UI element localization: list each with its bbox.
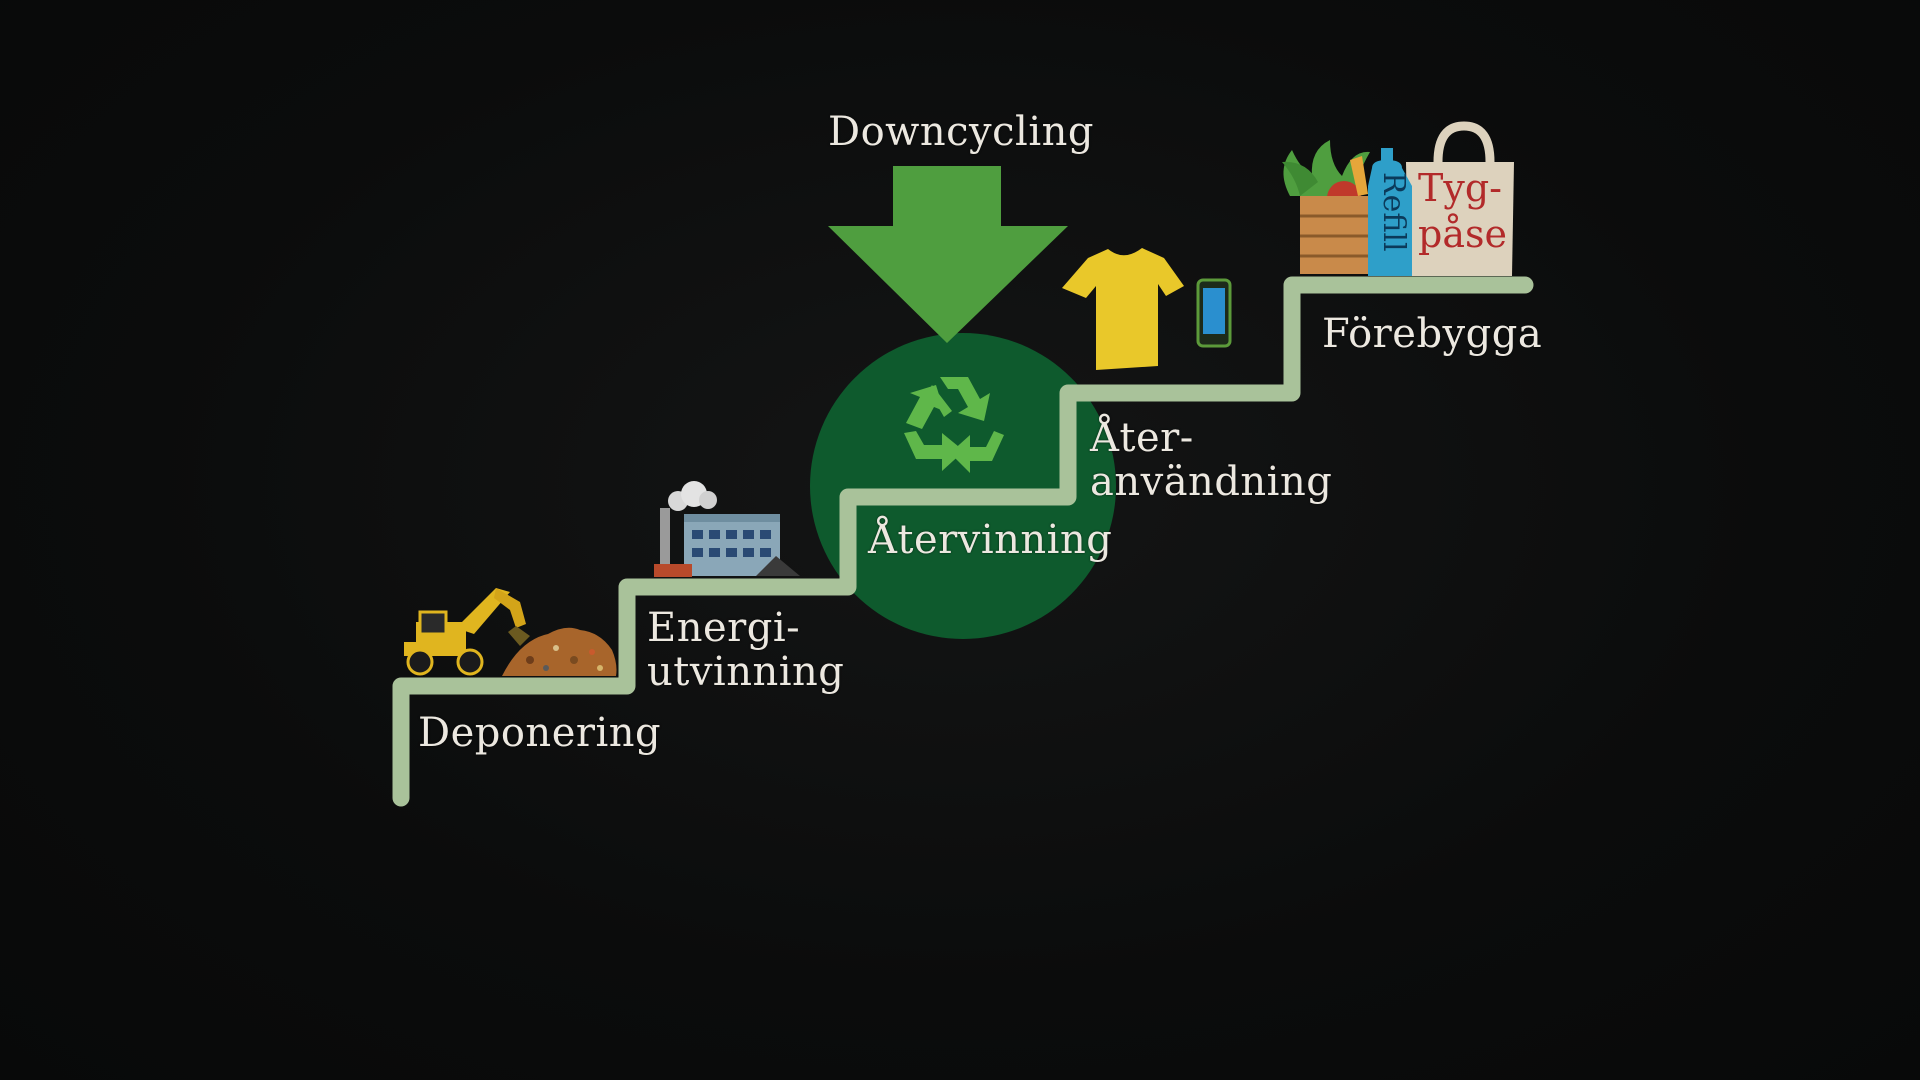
step-label-deponering: Deponering — [418, 710, 662, 756]
waste-hierarchy-staircase — [392, 276, 1534, 807]
downcycling-arrow-icon — [828, 166, 1068, 343]
excavator-landfill-icon — [404, 588, 617, 676]
step-label-ateranvandning-line2: användning — [1090, 459, 1333, 505]
tote-bag-label-line2: påse — [1418, 212, 1507, 256]
step-label-energiutvinning-line1: Energi- — [647, 605, 801, 651]
step-label-forebygga: Förebygga — [1322, 311, 1543, 357]
recycle-circle — [810, 333, 1116, 639]
step-label-ateranvandning-line1: Åter- — [1090, 415, 1194, 461]
produce-refill-bag-icon — [1282, 121, 1514, 276]
step-label-energiutvinning-line2: utvinning — [647, 649, 845, 695]
tshirt-and-phone-icon — [1062, 248, 1232, 370]
tote-bag-label-line1: Tyg- — [1418, 166, 1502, 210]
incinerator-factory-icon — [654, 481, 800, 577]
downcycling-label: Downcycling — [828, 109, 1095, 155]
step-label-atervinning: Återvinning — [868, 517, 1113, 563]
refill-bottle-label: Refill — [1376, 172, 1411, 252]
recycle-icon — [904, 377, 1004, 473]
